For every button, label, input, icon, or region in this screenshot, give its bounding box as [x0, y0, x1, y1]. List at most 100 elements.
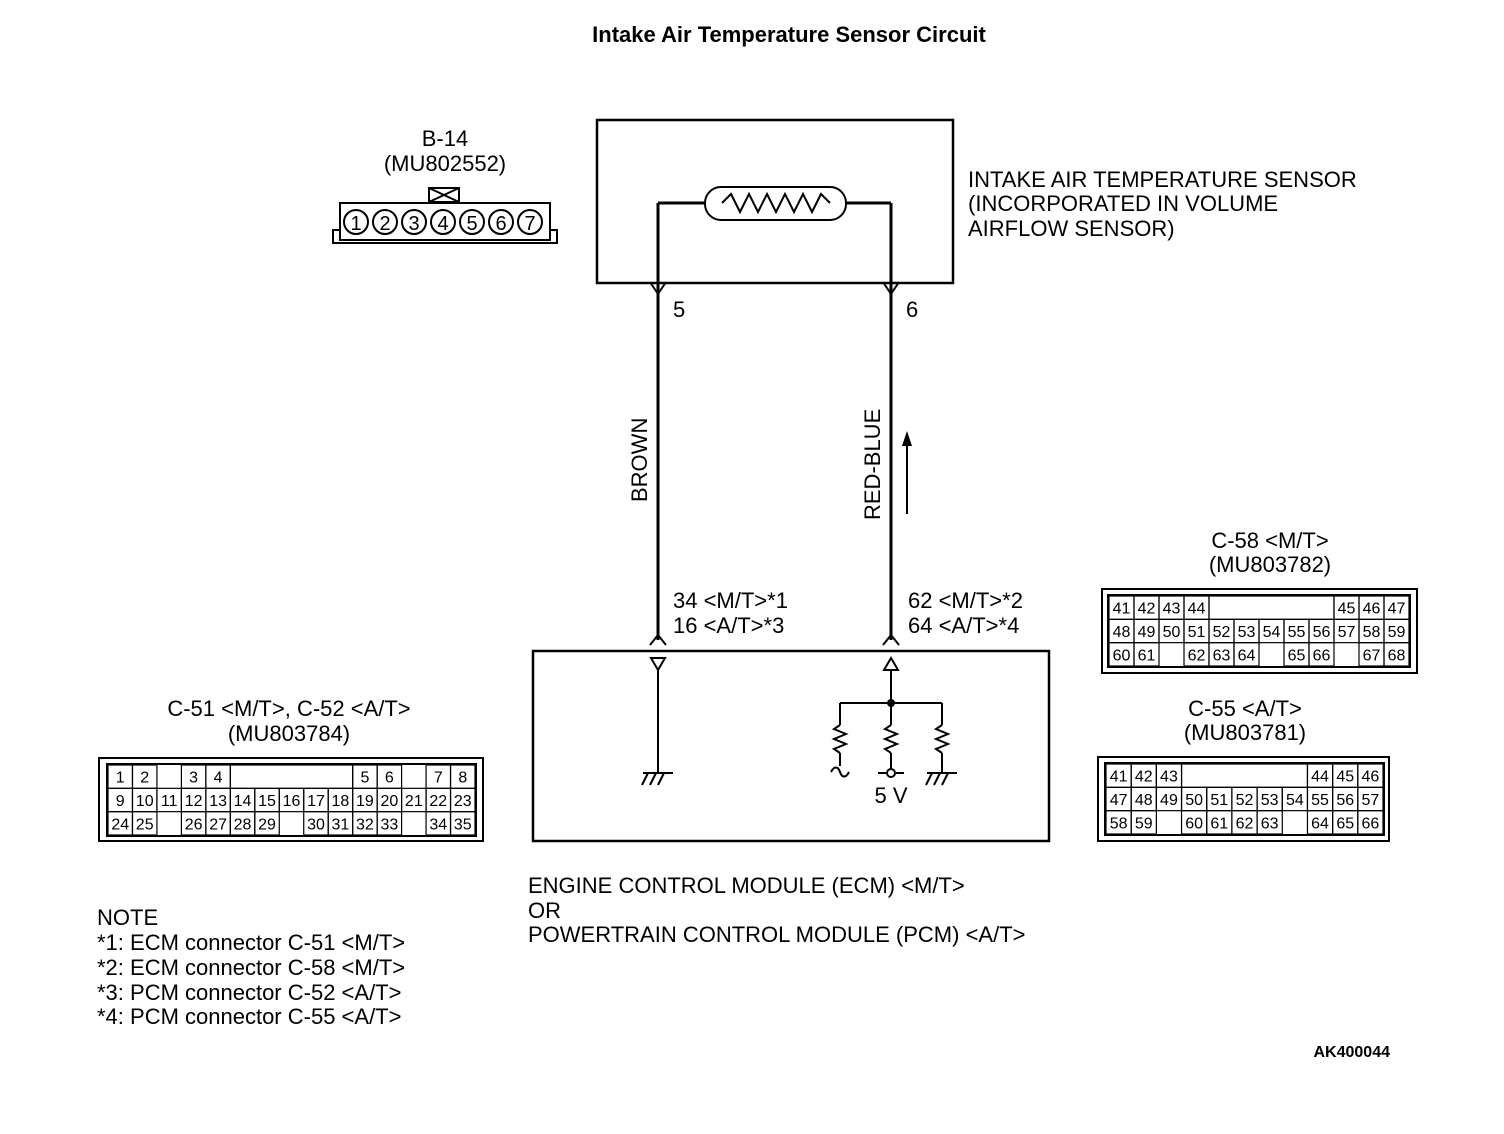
c55-pin-label: 42 [1135, 769, 1153, 786]
c58-pin-label: 42 [1138, 601, 1156, 618]
sensor-label-line-3: AIRFLOW SENSOR) [968, 216, 1175, 241]
b14-pin-label: 6 [495, 213, 506, 235]
c51-pin-label: 33 [380, 816, 398, 833]
c58-pin-label: 52 [1213, 624, 1231, 641]
c55-pin-label: 56 [1336, 792, 1354, 809]
ecm-left-pin-line-2: 16 <A/T>*3 [673, 613, 784, 638]
c55-pin-label: 59 [1135, 815, 1153, 832]
c51-pin-label: 35 [454, 816, 472, 833]
c55-pin-label: 45 [1336, 769, 1354, 786]
ecm-left-entry-chevron [649, 633, 667, 646]
c55-pin-label: 43 [1160, 769, 1178, 786]
c51-pin-label: 8 [458, 770, 467, 787]
sensor-label-line-1: INTAKE AIR TEMPERATURE SENSOR [968, 167, 1357, 192]
c55-pin-label: 64 [1311, 815, 1329, 832]
c55-pin-label: 60 [1185, 815, 1203, 832]
c55-pin-label: 46 [1362, 769, 1380, 786]
c51-pin-label: 25 [136, 816, 154, 833]
c51-pin-cell [254, 811, 280, 836]
sensor-pin-5-chevron [649, 281, 667, 296]
c55-pin-label: 41 [1110, 769, 1128, 786]
ecm-label-line-2: OR [528, 898, 561, 923]
c58-pin-label: 68 [1388, 647, 1406, 664]
c55-pin-label: 49 [1160, 792, 1178, 809]
c51-pin-label: 9 [116, 793, 125, 810]
note-item-3: *3: PCM connector C-52 <A/T> [97, 980, 401, 1005]
b14-pin-circle [372, 209, 398, 235]
c58-pin-label: 56 [1313, 624, 1331, 641]
c51-pin-label: 15 [258, 793, 276, 810]
ecm-right-entry-chevron [882, 633, 900, 646]
sensor-pin-5-label: 5 [673, 297, 685, 322]
b14-pin-label: 2 [379, 213, 390, 235]
c55-pin-label: 57 [1362, 792, 1380, 809]
c51-pin-label: 34 [429, 816, 447, 833]
b14-part-number: (MU802552) [384, 151, 506, 176]
ecm-left-pin-line-1: 34 <M/T>*1 [673, 588, 788, 613]
c58-pin-label: 63 [1213, 647, 1231, 664]
ecm-label-line-3: POWERTRAIN CONTROL MODULE (PCM) <A/T> [528, 922, 1026, 947]
c51-pin-label: 27 [209, 816, 227, 833]
c58-pin-label: 64 [1238, 647, 1256, 664]
c51-pin-label: 18 [332, 793, 350, 810]
c51-pin-cell [131, 811, 158, 836]
note-heading: NOTE [97, 905, 158, 930]
note-item-4: *4: PCM connector C-55 <A/T> [97, 1004, 401, 1029]
sensor-housing [595, 118, 955, 285]
c58-pin-label: 66 [1313, 647, 1331, 664]
c51-pin-label: 29 [258, 816, 276, 833]
b14-pin-label: 7 [524, 213, 535, 235]
ecm-right-pin-line-1: 62 <M/T>*2 [908, 588, 1023, 613]
c51-pin-label: 21 [405, 793, 423, 810]
c58-pin-label: 46 [1363, 601, 1381, 618]
ecm-sensor-input-circuit [830, 656, 957, 786]
c51-pin-label: 5 [360, 770, 369, 787]
b14-pin-circle [343, 209, 369, 235]
b14-pin-circle [430, 209, 456, 235]
c58-key-block [1208, 595, 1335, 620]
c55-pin-label: 63 [1261, 815, 1279, 832]
c58-pin-label: 54 [1263, 624, 1281, 641]
c51-pin-label: 7 [434, 770, 443, 787]
c51-key-block [229, 764, 354, 789]
c58-pin-label: 48 [1113, 624, 1131, 641]
c55-pin-cell [1357, 810, 1384, 835]
b14-connector-id: B-14 [422, 126, 468, 151]
b14-pin-circle [488, 209, 514, 235]
ecm-label-line-1: ENGINE CONTROL MODULE (ECM) <M/T> [528, 873, 965, 898]
c51-pin-label: 16 [283, 793, 301, 810]
ecm-reference-voltage: 5 V [874, 783, 907, 808]
c55-pin-cell [1256, 810, 1283, 835]
c58-pin-label: 41 [1113, 601, 1131, 618]
c51-pin-label: 14 [234, 793, 252, 810]
c58-pin-label: 53 [1238, 624, 1256, 641]
wire-red-blue-label: RED-BLUE [860, 409, 885, 520]
c51-pin-label: 3 [189, 770, 198, 787]
c58-pin-label: 61 [1138, 647, 1156, 664]
c58-pin-label: 65 [1288, 647, 1306, 664]
b14-pin-label: 3 [408, 213, 419, 235]
sensor-pin-6-label: 6 [906, 297, 918, 322]
c58-pin-cell [1133, 642, 1160, 667]
c51-pin-label: 20 [380, 793, 398, 810]
c58-pin-label: 60 [1113, 647, 1131, 664]
c58-pin-label: 44 [1188, 601, 1206, 618]
b14-pin-label: 5 [466, 213, 477, 235]
signal-direction-arrow-icon [902, 431, 912, 514]
c51-pin-label: 23 [454, 793, 472, 810]
thermistor-symbol [704, 186, 847, 221]
c58-pin-cell [1308, 642, 1335, 667]
sensor-label-line-2: (INCORPORATED IN VOLUME [968, 191, 1278, 216]
c58-pin-label: 50 [1163, 624, 1181, 641]
c55-pin-label: 51 [1210, 792, 1228, 809]
c55-pin-label: 53 [1261, 792, 1279, 809]
c55-connector-name: C-55 <A/T> [1188, 696, 1302, 721]
c58-pin-label: 58 [1363, 624, 1381, 641]
c51-pin-label: 1 [116, 770, 125, 787]
b14-pin-label: 1 [350, 213, 361, 235]
